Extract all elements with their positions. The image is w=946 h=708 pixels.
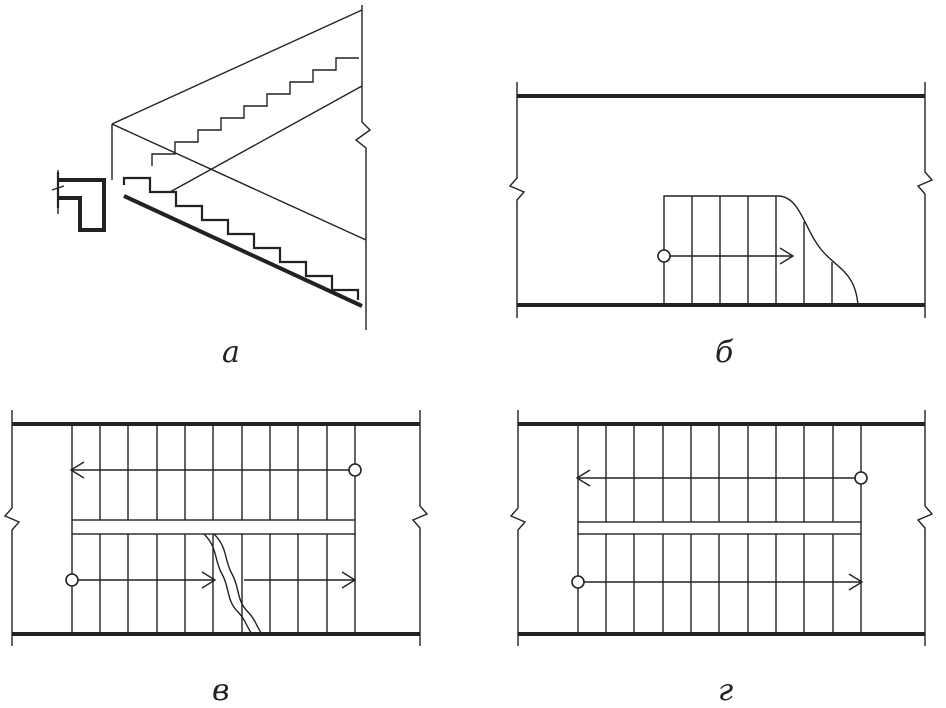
plan-g-stringer [577,521,862,535]
plan-g-upper-arrowhead [575,469,591,487]
two-flight-plan: г [509,410,934,708]
plan-b-arrowhead [779,247,795,265]
label-g: г [718,673,733,708]
plan-g-right-wall [916,410,934,646]
left-wall-break [51,170,65,214]
plan-g-upper-circle [854,471,868,485]
plan-g-left-wall [509,410,527,646]
label-b: б [715,335,734,370]
plan-b-treads [691,196,833,305]
plan-b-left-wall [508,82,526,318]
plan-b-right-wall [916,82,934,318]
diagonal-down-line [111,123,367,241]
lower-flight-slab [123,194,363,308]
plan-v-lower-circle [65,573,79,587]
plan-b-flight-outline [663,195,859,306]
plan-g-upper-flight [577,424,862,522]
plan-v-stringer [71,519,356,535]
plan-g-lower-circle [571,575,585,589]
label-v: в [212,673,229,708]
plan-v-lower-arrowhead-2 [341,571,357,589]
label-a: а [222,335,240,370]
plan-v-upper-arrowhead [69,461,85,479]
plan-v-upper-flight [71,424,356,520]
plan-v-left-wall [3,410,21,646]
left-landing-slab [58,178,106,232]
two-flight-plan-with-break: в [3,410,429,708]
upper-slope-line [111,9,363,125]
single-flight-plan: б [508,82,934,370]
stair-section-diagram: а [51,5,372,370]
plan-v-break-line-2 [213,533,263,635]
plan-g-lower-flight [577,534,862,634]
plan-b-start-circle [657,249,671,263]
plan-v-lower-arrowhead-1 [201,571,217,589]
lower-flight-steps [122,176,360,300]
plan-v-break-line-1 [203,533,253,635]
plan-g-lower-arrowhead [848,573,864,591]
upper-flight-steps [151,57,359,166]
plan-v-upper-circle [348,463,362,477]
plan-v-right-wall [411,410,429,646]
section-right-wall [354,5,372,330]
diagonal-up-line [169,85,363,193]
